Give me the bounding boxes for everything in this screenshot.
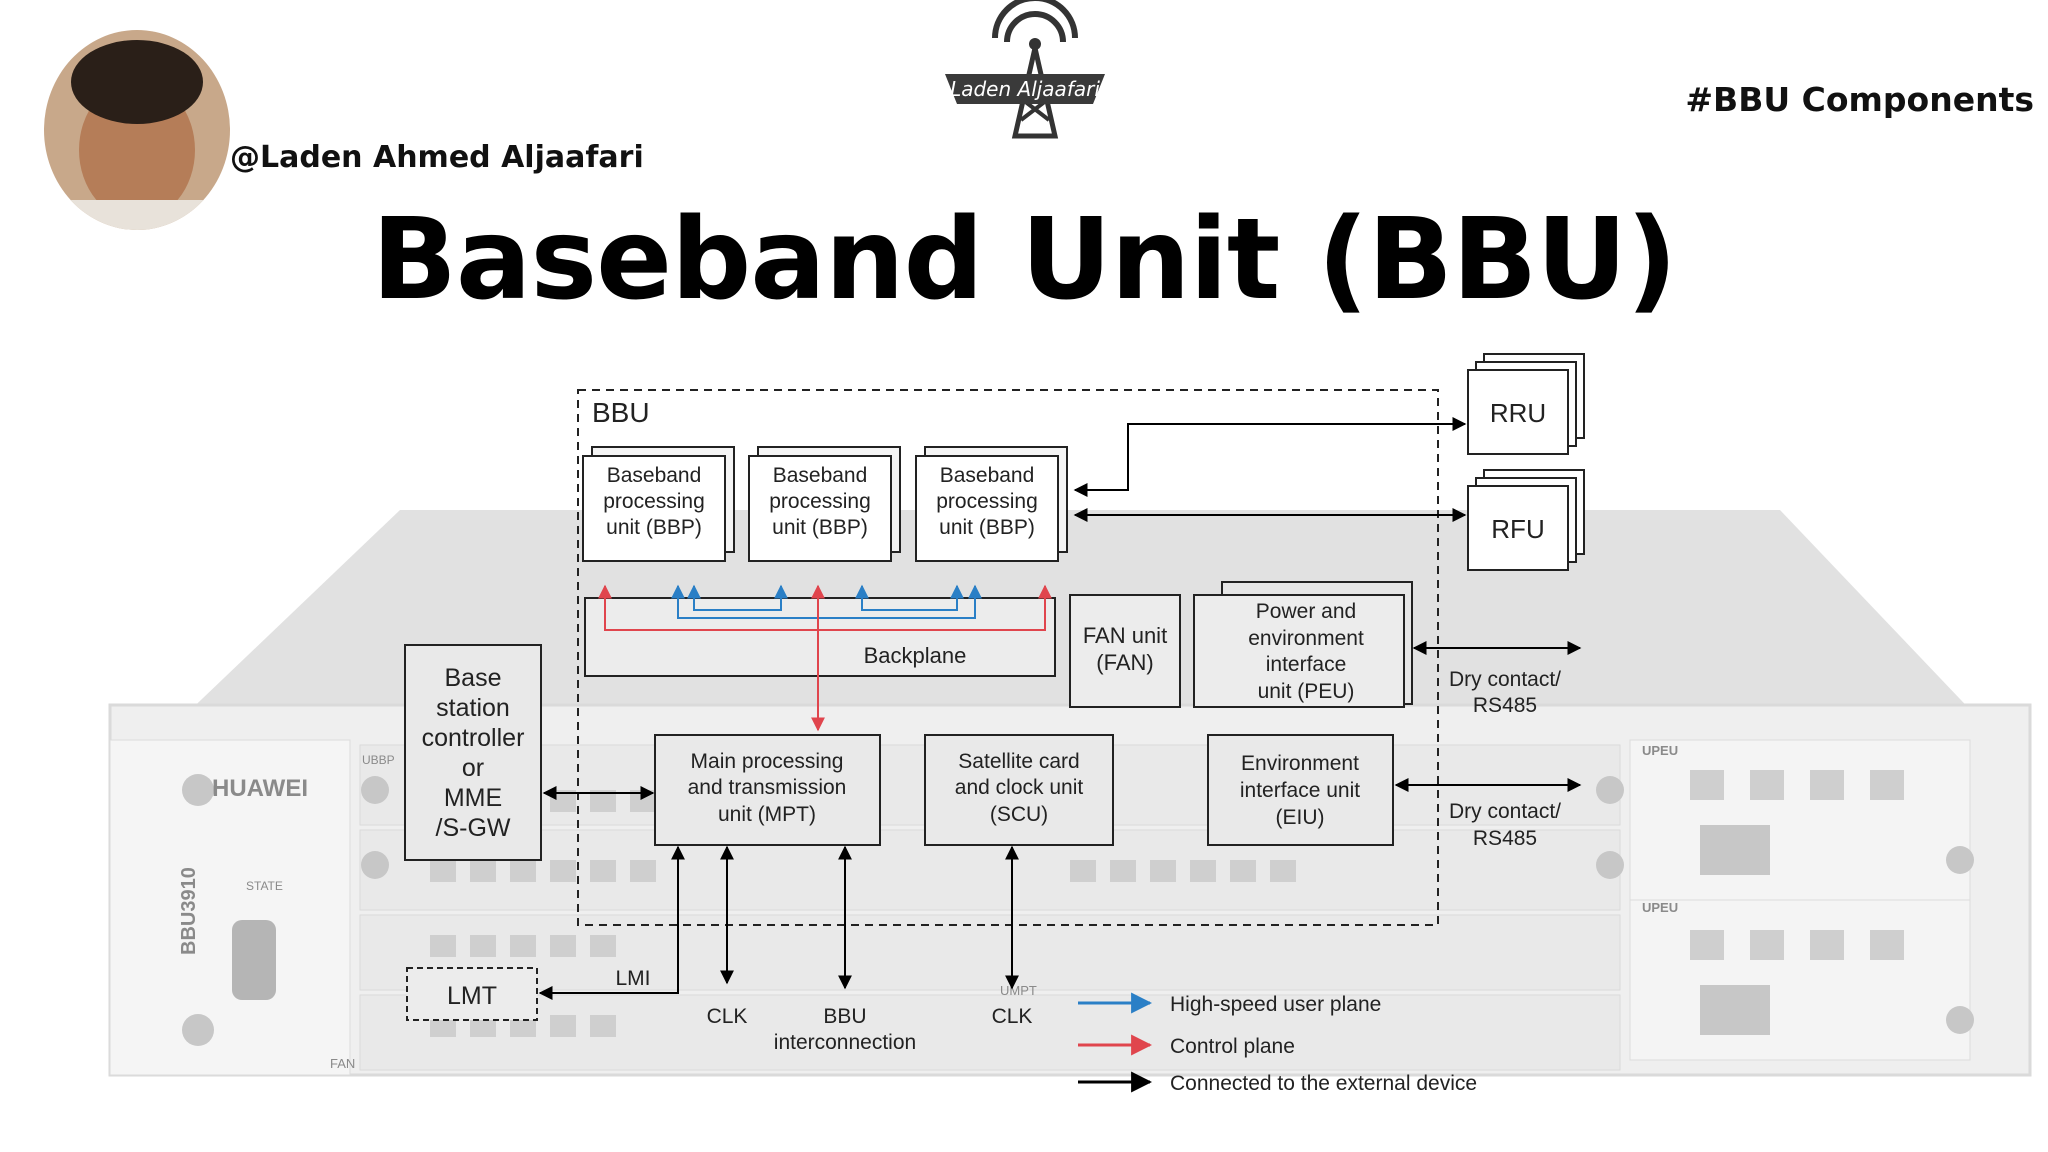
author-handle: @Laden Ahmed Aljaafari: [230, 140, 644, 175]
svg-text:unit (PEU): unit (PEU): [1258, 680, 1355, 703]
rfu-stack: RFU: [1467, 469, 1585, 571]
legend: High-speed user plane Control plane Conn…: [1078, 992, 1477, 1095]
clk-label-1: CLK: [707, 1005, 748, 1028]
legend-control-plane-label: Control plane: [1170, 1035, 1295, 1058]
backplane-label: Backplane: [864, 643, 967, 668]
svg-text:(EIU): (EIU): [1276, 806, 1325, 829]
svg-text:and clock unit: and clock unit: [955, 776, 1084, 799]
svg-text:/S-GW: /S-GW: [436, 814, 511, 842]
svg-text:RRU: RRU: [1490, 398, 1546, 428]
avatar-photo: [44, 30, 230, 230]
svg-text:environment: environment: [1248, 627, 1364, 650]
brand-logo: Laden Aljaafari: [935, 0, 1115, 144]
svg-text:unit (BBP): unit (BBP): [772, 516, 868, 539]
backplane-box: [584, 597, 1056, 677]
bbp-rru-link: [1073, 417, 1467, 497]
svg-text:Baseband: Baseband: [940, 464, 1035, 487]
slot-label-upeu-1: UPEU: [1642, 743, 1678, 758]
bbu-interconnection-label-2: interconnection: [774, 1031, 916, 1054]
bbu-interconnection-label-1: BBU: [823, 1005, 866, 1028]
avatar: [44, 30, 230, 230]
svg-text:controller: controller: [422, 724, 525, 752]
svg-text:Baseband: Baseband: [773, 464, 868, 487]
page-title: Baseband Unit (BBU): [371, 195, 1678, 325]
svg-text:unit (BBP): unit (BBP): [939, 516, 1035, 539]
legend-user-plane-label: High-speed user plane: [1170, 993, 1381, 1016]
mpt-box: Main processing and transmission unit (M…: [654, 734, 881, 846]
svg-text:processing: processing: [936, 490, 1038, 513]
svg-text:Baseband: Baseband: [607, 464, 702, 487]
dry-contact-label-1: Dry contact/: [1449, 668, 1561, 691]
bbp-board-3: Baseband processing unit (BBP): [915, 446, 1068, 562]
svg-text:station: station: [436, 694, 510, 722]
svg-text:interface unit: interface unit: [1240, 779, 1360, 802]
clk-label-2: CLK: [992, 1005, 1033, 1028]
bbp-board-2: Baseband processing unit (BBP): [748, 446, 901, 562]
legend-external-label: Connected to the external device: [1170, 1072, 1477, 1095]
rs485-label-2: RS485: [1473, 827, 1537, 850]
bbp-board-1: Baseband processing unit (BBP): [582, 446, 735, 562]
svg-text:unit (BBP): unit (BBP): [606, 516, 702, 539]
eiu-box: Environment interface unit (EIU): [1207, 734, 1394, 846]
slot-label-umpt: UMPT: [1000, 983, 1037, 998]
fan-unit-box: [1069, 594, 1181, 708]
svg-text:Satellite card: Satellite card: [958, 750, 1079, 773]
svg-text:or: or: [462, 754, 484, 782]
dry-contact-label-2: Dry contact/: [1449, 800, 1561, 823]
scu-box: Satellite card and clock unit (SCU): [924, 734, 1114, 846]
svg-text:(FAN): (FAN): [1096, 650, 1153, 675]
logo-text: Laden Aljaafari: [950, 77, 1100, 101]
lmt-label: LMT: [447, 982, 497, 1010]
svg-text:Environment: Environment: [1241, 752, 1359, 775]
control-plane-links: [598, 584, 1052, 732]
svg-text:Main processing: Main processing: [691, 750, 844, 773]
svg-text:processing: processing: [769, 490, 871, 513]
bsc-box: Base station controller or MME /S-GW: [404, 644, 542, 861]
fan-label: FAN: [330, 1056, 355, 1071]
slot-label-ubbp: UBBP: [362, 753, 395, 767]
lmi-label: LMI: [615, 967, 650, 990]
lmt-box: [406, 967, 538, 1021]
model-label: BBU3910: [178, 867, 200, 955]
svg-text:FAN unit: FAN unit: [1083, 623, 1167, 648]
svg-text:Base: Base: [445, 664, 502, 692]
svg-text:Power and: Power and: [1256, 600, 1356, 623]
tower-logo-icon: Laden Aljaafari: [945, 0, 1105, 139]
rs485-label-1: RS485: [1473, 694, 1537, 717]
topic-hashtag: #BBU Components: [1685, 80, 2034, 119]
mpt-lmt-link: [538, 845, 685, 1000]
bbu-boundary-label: BBU: [592, 397, 650, 428]
svg-text:unit (MPT): unit (MPT): [718, 803, 816, 826]
peu-box: Power and environment interface unit (PE…: [1193, 581, 1413, 708]
svg-text:interface: interface: [1266, 653, 1347, 676]
rru-stack: RRU: [1467, 353, 1585, 455]
svg-text:MME: MME: [444, 784, 502, 812]
svg-text:and transmission: and transmission: [688, 776, 847, 799]
external-connections: [538, 417, 1582, 1000]
svg-text:RFU: RFU: [1491, 514, 1544, 544]
brand-label: HUAWEI: [212, 775, 308, 802]
slot-label-upeu-2: UPEU: [1642, 900, 1678, 915]
svg-text:(SCU): (SCU): [990, 803, 1048, 826]
svg-text:processing: processing: [603, 490, 705, 513]
state-label: STATE: [246, 879, 283, 893]
